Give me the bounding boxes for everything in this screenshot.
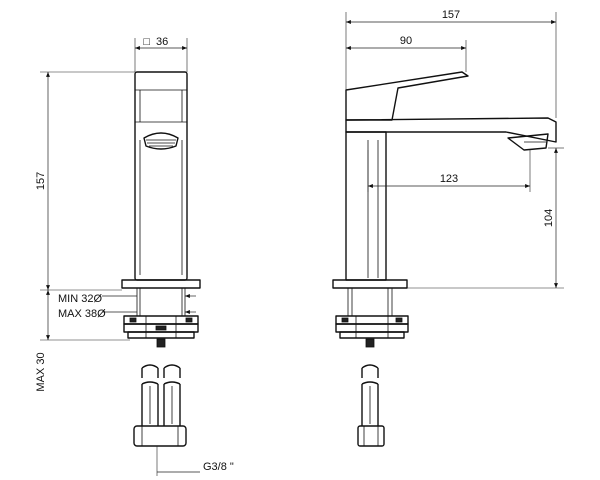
dim-hole-max-label: MAX 38Ø: [58, 308, 106, 320]
front-base-plate: [121, 279, 201, 289]
dim-connection-label: G3/8 ": [203, 461, 234, 473]
dim-hole: MIN 32Ø MAX 38Ø: [58, 293, 196, 320]
dim-spout-height-label: 104: [543, 209, 555, 227]
side-connection-nut: [357, 425, 385, 447]
front-shank: [136, 288, 186, 316]
dim-deck-label: MAX 30: [35, 352, 47, 391]
dim-spout-reach-label: 123: [440, 173, 458, 185]
dim-lever-length: 90: [346, 35, 467, 72]
dim-overall-length: 157: [345, 9, 557, 118]
dim-spout-reach: 123: [367, 150, 531, 192]
dim-spout-height: 104: [407, 147, 564, 289]
side-flex-hose: [361, 364, 379, 426]
front-connection-nut: [133, 425, 187, 447]
front-flex-hoses: [141, 364, 181, 426]
side-spout: [345, 117, 557, 151]
front-aerator: [143, 132, 179, 150]
dim-connection: G3/8 ": [156, 446, 234, 476]
front-faucet-body: [134, 71, 188, 281]
side-view: 157 90 123 104: [332, 9, 564, 447]
dim-lever-length-label: 90: [400, 35, 412, 47]
dim-width-symbol: □: [143, 36, 150, 48]
side-fixing-nut: [335, 315, 409, 348]
dim-width: □ 36: [134, 36, 188, 72]
front-view: □ 36 157 MIN 32Ø MAX 38Ø MAX 30: [35, 36, 234, 476]
side-base-plate: [332, 279, 408, 289]
side-shank: [347, 288, 393, 316]
dim-front-height-label: 157: [35, 172, 47, 190]
dim-overall-length-label: 157: [442, 9, 460, 21]
dim-width-label: 36: [156, 36, 168, 48]
side-faucet-body: [345, 131, 387, 281]
dim-front-height: 157: [35, 71, 135, 291]
front-fixing-nut: [123, 315, 199, 348]
dim-hole-min-label: MIN 32Ø: [58, 293, 102, 305]
side-lever: [345, 71, 469, 121]
dim-deck: MAX 30: [35, 290, 130, 392]
